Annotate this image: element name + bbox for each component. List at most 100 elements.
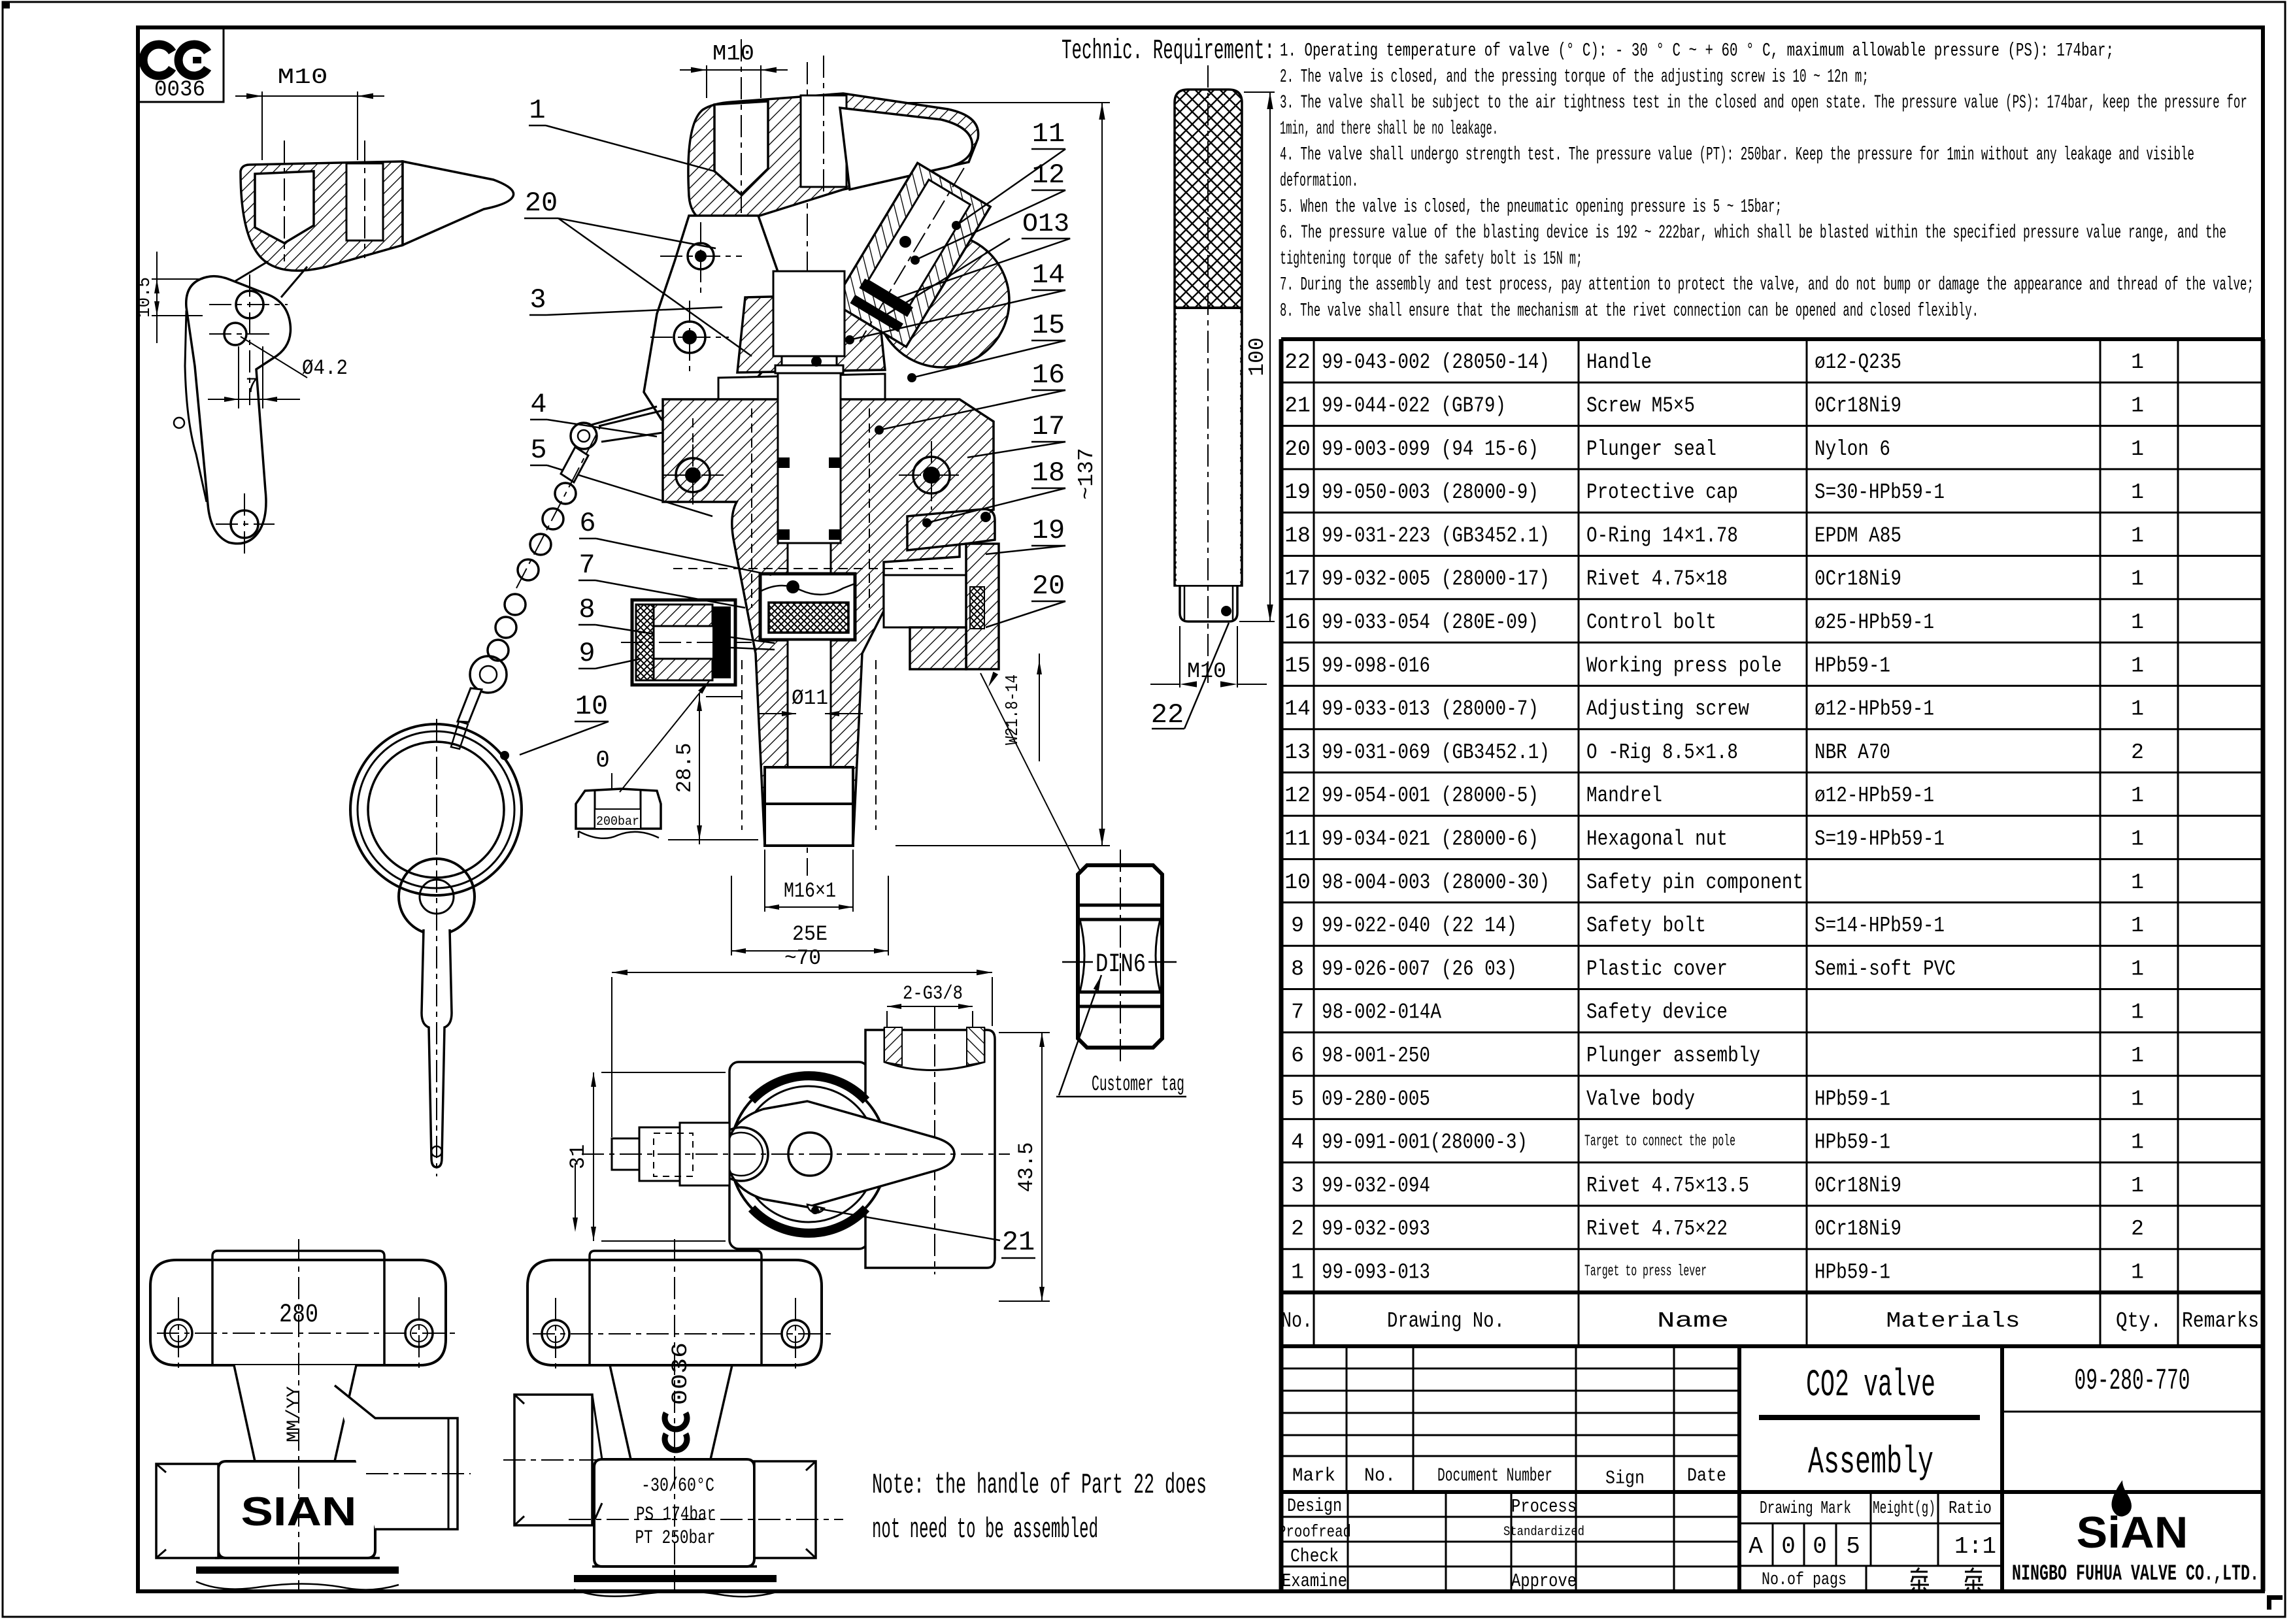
svg-text:Target to press lever: Target to press lever <box>1584 1263 1707 1280</box>
svg-text:Design: Design <box>1287 1495 1342 1517</box>
svg-text:A: A <box>1749 1533 1763 1560</box>
svg-text:0Cr18Ni9: 0Cr18Ni9 <box>1815 393 1901 418</box>
svg-text:Note: the handle of Part 22 do: Note: the handle of Part 22 does <box>872 1469 1207 1502</box>
svg-text:Qty.: Qty. <box>2116 1309 2162 1333</box>
svg-text:Safety bolt: Safety bolt <box>1586 914 1706 938</box>
svg-text:43.5: 43.5 <box>1014 1142 1039 1193</box>
svg-text:Rivet 4.75×13.5: Rivet 4.75×13.5 <box>1586 1174 1749 1198</box>
svg-text:1: 1 <box>2131 1087 2144 1111</box>
svg-text:5: 5 <box>1846 1533 1860 1560</box>
svg-text:1: 1 <box>2131 523 2144 548</box>
svg-text:-30/60°C: -30/60°C <box>641 1475 714 1497</box>
svg-text:31: 31 <box>566 1144 590 1169</box>
svg-text:99-098-016: 99-098-016 <box>1322 654 1430 678</box>
svg-text:Protective cap: Protective cap <box>1586 480 1738 505</box>
svg-text:2: 2 <box>1291 1217 1304 1241</box>
svg-text:HPb59-1: HPb59-1 <box>1815 654 1890 678</box>
svg-text:Meight(g): Meight(g) <box>1873 1499 1935 1519</box>
svg-text:O -Rig 8.5×1.8: O -Rig 8.5×1.8 <box>1586 740 1738 765</box>
svg-text:3: 3 <box>1291 1174 1304 1198</box>
svg-text:11: 11 <box>1284 827 1311 851</box>
svg-text:11: 11 <box>1032 118 1065 150</box>
svg-text:Approve: Approve <box>1511 1570 1577 1592</box>
svg-text:99-031-069 (GB3452.1): 99-031-069 (GB3452.1) <box>1322 740 1550 765</box>
svg-text:9: 9 <box>1291 914 1304 938</box>
svg-text:Examine: Examine <box>1282 1570 1347 1592</box>
svg-text:0: 0 <box>595 747 610 774</box>
svg-text:Handle: Handle <box>1586 350 1652 374</box>
svg-text:No.: No. <box>1281 1309 1313 1333</box>
svg-text:W21.8-14: W21.8-14 <box>1003 674 1023 745</box>
svg-text:No.of pags: No.of pags <box>1762 1570 1847 1590</box>
svg-text:1: 1 <box>1291 1260 1304 1284</box>
svg-text:1: 1 <box>529 95 545 126</box>
svg-text:17: 17 <box>1284 567 1311 591</box>
svg-text:8: 8 <box>578 594 595 625</box>
svg-text:CO2 valve: CO2 valve <box>1806 1365 1935 1407</box>
svg-text:Valve body: Valve body <box>1586 1087 1695 1111</box>
svg-text:13: 13 <box>1284 740 1311 765</box>
svg-text:Customer tag: Customer tag <box>1092 1072 1184 1097</box>
svg-text:Working press pole: Working press pole <box>1586 654 1782 678</box>
svg-text:Ø4.2: Ø4.2 <box>302 356 348 380</box>
svg-text:1: 1 <box>2131 654 2144 678</box>
svg-text:~137: ~137 <box>1075 448 1099 499</box>
svg-text:1: 1 <box>2131 1001 2144 1025</box>
svg-text:15: 15 <box>1032 310 1065 341</box>
svg-text:09-280-005: 09-280-005 <box>1322 1087 1430 1111</box>
svg-text:1: 1 <box>2131 827 2144 851</box>
svg-text:6. The pressure value of the b: 6. The pressure value of the blasting de… <box>1280 222 2226 244</box>
svg-text:0Cr18Ni9: 0Cr18Ni9 <box>1815 1174 1901 1198</box>
svg-text:100: 100 <box>1245 337 1269 376</box>
svg-text:28.5: 28.5 <box>673 743 697 793</box>
svg-text:M10: M10 <box>1187 659 1226 684</box>
svg-text:Rivet 4.75×18: Rivet 4.75×18 <box>1586 567 1728 591</box>
svg-text:99-044-022 (GB79): 99-044-022 (GB79) <box>1322 393 1506 418</box>
svg-text:Screw M5×5: Screw M5×5 <box>1586 393 1695 418</box>
svg-text:0Cr18Ni9: 0Cr18Ni9 <box>1815 567 1901 591</box>
svg-text:14: 14 <box>1032 259 1065 291</box>
svg-text:SiAN: SiAN <box>2077 1508 2188 1557</box>
svg-text:deformation.: deformation. <box>1280 170 1358 191</box>
svg-text:Technic. Requirement:: Technic. Requirement: <box>1062 35 1275 67</box>
svg-text:1: 1 <box>2131 567 2144 591</box>
svg-text:Ø11: Ø11 <box>792 686 828 710</box>
svg-text:Assembly: Assembly <box>1808 1442 1933 1484</box>
svg-text:99-093-013: 99-093-013 <box>1322 1260 1430 1284</box>
svg-text:Mark: Mark <box>1292 1465 1335 1487</box>
svg-text:09-280-770: 09-280-770 <box>2075 1365 2190 1398</box>
svg-text:19: 19 <box>1284 480 1311 505</box>
svg-text:Target to connect the pole: Target to connect the pole <box>1584 1133 1735 1151</box>
svg-text:99-091-001(28000-3): 99-091-001(28000-3) <box>1322 1131 1528 1155</box>
svg-text:Check: Check <box>1290 1546 1339 1567</box>
svg-text:10: 10 <box>575 691 608 722</box>
svg-text:1: 1 <box>2131 914 2144 938</box>
svg-text:98-004-003 (28000-30): 98-004-003 (28000-30) <box>1322 870 1550 895</box>
svg-text:~70: ~70 <box>784 946 821 970</box>
svg-text:S=30-HPb59-1: S=30-HPb59-1 <box>1815 480 1945 505</box>
svg-text:1: 1 <box>2131 437 2144 461</box>
svg-text:6: 6 <box>1291 1044 1304 1068</box>
svg-text:19: 19 <box>1032 515 1065 546</box>
svg-text:HPb59-1: HPb59-1 <box>1815 1131 1890 1155</box>
svg-text:4: 4 <box>530 389 546 420</box>
svg-text:98-001-250: 98-001-250 <box>1322 1044 1430 1068</box>
svg-text:99-032-005 (28000-17): 99-032-005 (28000-17) <box>1322 567 1550 591</box>
svg-text:O13: O13 <box>1022 210 1069 239</box>
svg-text:Plunger assembly: Plunger assembly <box>1586 1044 1760 1068</box>
svg-text:Process: Process <box>1511 1496 1577 1517</box>
svg-text:22: 22 <box>1284 350 1311 374</box>
svg-text:18: 18 <box>1032 457 1065 489</box>
svg-text:14: 14 <box>1284 697 1311 721</box>
svg-text:Document Number: Document Number <box>1437 1465 1552 1487</box>
svg-text:8: 8 <box>1291 957 1304 981</box>
svg-text:No.: No. <box>1364 1465 1396 1487</box>
svg-text:7: 7 <box>245 374 258 399</box>
svg-text:MM/YY: MM/YY <box>284 1386 306 1442</box>
svg-text:1: 1 <box>2131 1260 2144 1284</box>
svg-text:Safety device: Safety device <box>1586 1001 1728 1025</box>
svg-text:99-031-223 (GB3452.1): 99-031-223 (GB3452.1) <box>1322 523 1550 548</box>
svg-text:2. The valve is closed, and th: 2. The valve is closed, and the pressing… <box>1280 66 1869 88</box>
svg-text:20: 20 <box>1284 437 1311 461</box>
svg-text:NINGBO FUHUA VALVE CO.,LTD.: NINGBO FUHUA VALVE CO.,LTD. <box>2012 1562 2259 1587</box>
